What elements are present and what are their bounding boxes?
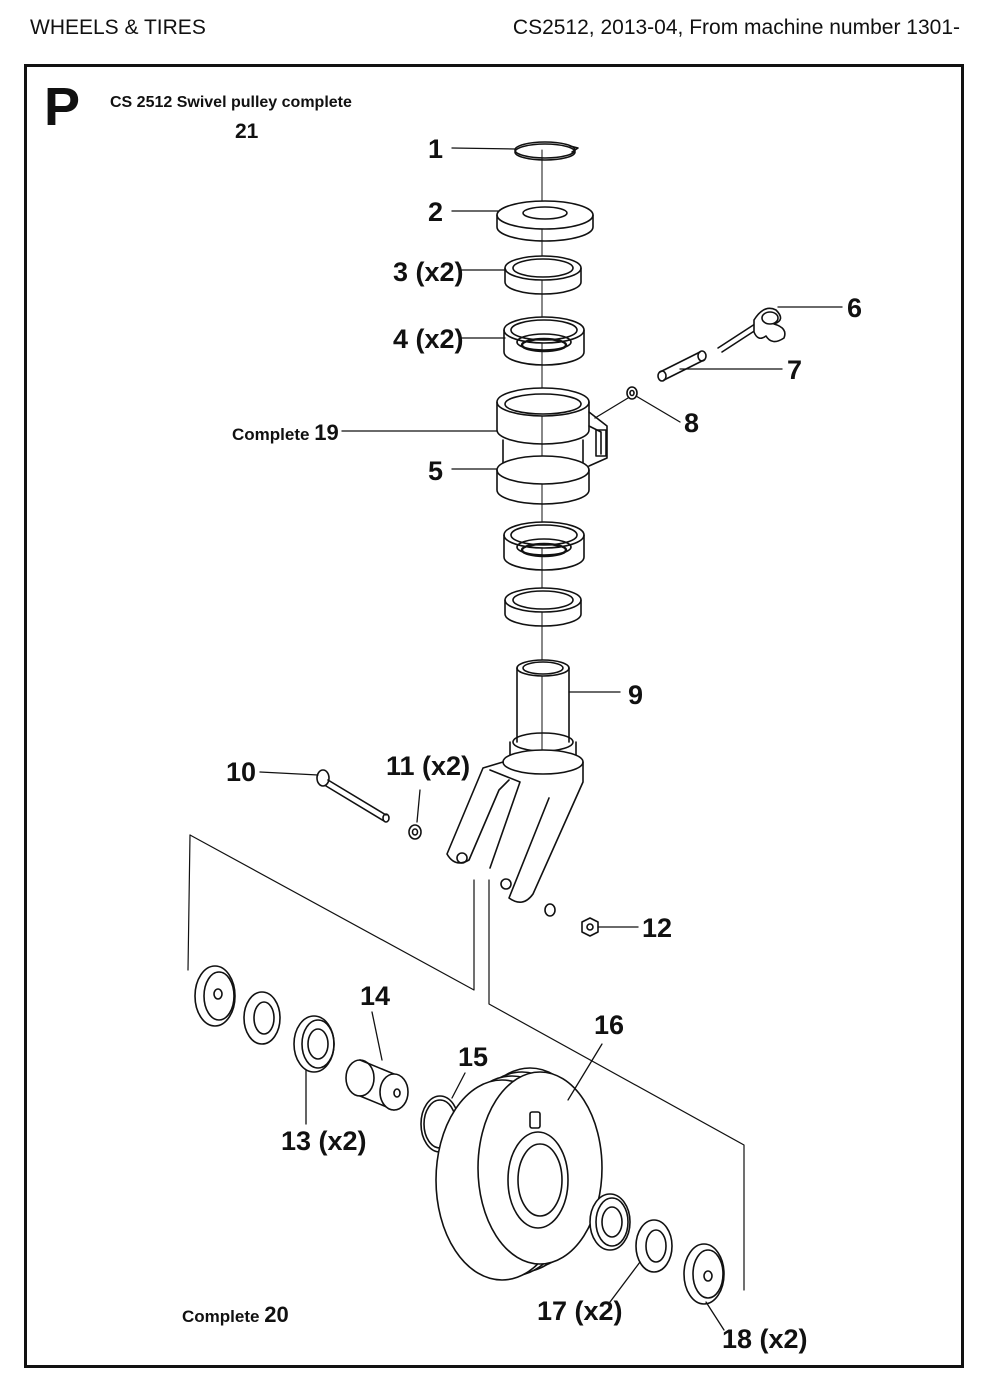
part-bearing-race: [504, 255, 582, 295]
callout-9: 9: [628, 680, 643, 710]
part-nut-and-washer: [544, 903, 599, 937]
assembly-number: 19: [314, 420, 339, 445]
diagram-number: 21: [235, 120, 259, 143]
assembly-prefix: Complete: [182, 1307, 260, 1326]
part-star-knob: [717, 307, 786, 353]
part-cover-washer: [496, 200, 594, 242]
part-swivel-housing: [496, 387, 608, 505]
header-model-info: CS2512, 2013-04, From machine number 130…: [512, 16, 960, 39]
callout-18: 18 (x2): [722, 1324, 808, 1354]
wheel-subassembly-outline: [187, 834, 745, 1291]
header-section-title: WHEELS & TIRES: [30, 16, 206, 39]
part-distance-sleeve: [345, 1059, 409, 1111]
leader-lines: [259, 147, 843, 1331]
callout-11: 11 (x2): [386, 751, 470, 781]
part-outer-seal-left: [194, 965, 236, 1027]
callout-8: 8: [684, 408, 699, 438]
assembly-label-19: Complete 19: [232, 420, 339, 446]
part-tapered-bearing-upper: [503, 316, 585, 366]
part-pulley-wheel: [435, 1067, 603, 1281]
diagram-title: CS 2512 Swivel pulley complete: [110, 94, 352, 111]
assembly-number: 20: [264, 1302, 289, 1327]
part-spacer-left: [243, 991, 281, 1045]
callout-12: 12: [642, 913, 672, 943]
assembly-label-20: Complete 20: [182, 1302, 289, 1328]
callout-1: 1: [428, 134, 443, 164]
part-small-washer: [626, 386, 638, 400]
section-letter: P: [44, 77, 81, 137]
callout-3: 3 (x2): [393, 257, 464, 287]
part-fork-bolt: [316, 769, 390, 823]
part-guide-pin: [657, 350, 707, 382]
part-tapered-bearing-lower: [503, 521, 585, 571]
callout-14: 14: [360, 981, 390, 1011]
part-outer-seal-right: [683, 1243, 725, 1305]
callout-4: 4 (x2): [393, 324, 464, 354]
part-spindle-fork: [446, 659, 584, 903]
part-bearing-race-lower: [504, 587, 582, 627]
callout-13: 13 (x2): [281, 1126, 367, 1156]
callout-10: 10: [226, 757, 256, 787]
callout-15: 15: [458, 1042, 488, 1072]
callout-7: 7: [787, 355, 802, 385]
assembly-prefix: Complete: [232, 425, 310, 444]
diagram-frame: [24, 64, 964, 1368]
callout-6: 6: [847, 293, 862, 323]
part-circlip: [514, 141, 579, 161]
part-spacer-right: [635, 1219, 673, 1273]
part-fork-washer: [408, 824, 422, 840]
callout-5: 5: [428, 456, 443, 486]
part-ball-bearing-left: [293, 1015, 335, 1073]
part-ball-bearing-right: [589, 1193, 631, 1251]
callout-17: 17 (x2): [537, 1296, 623, 1326]
callout-2: 2: [428, 197, 443, 227]
callout-16: 16: [594, 1010, 624, 1040]
